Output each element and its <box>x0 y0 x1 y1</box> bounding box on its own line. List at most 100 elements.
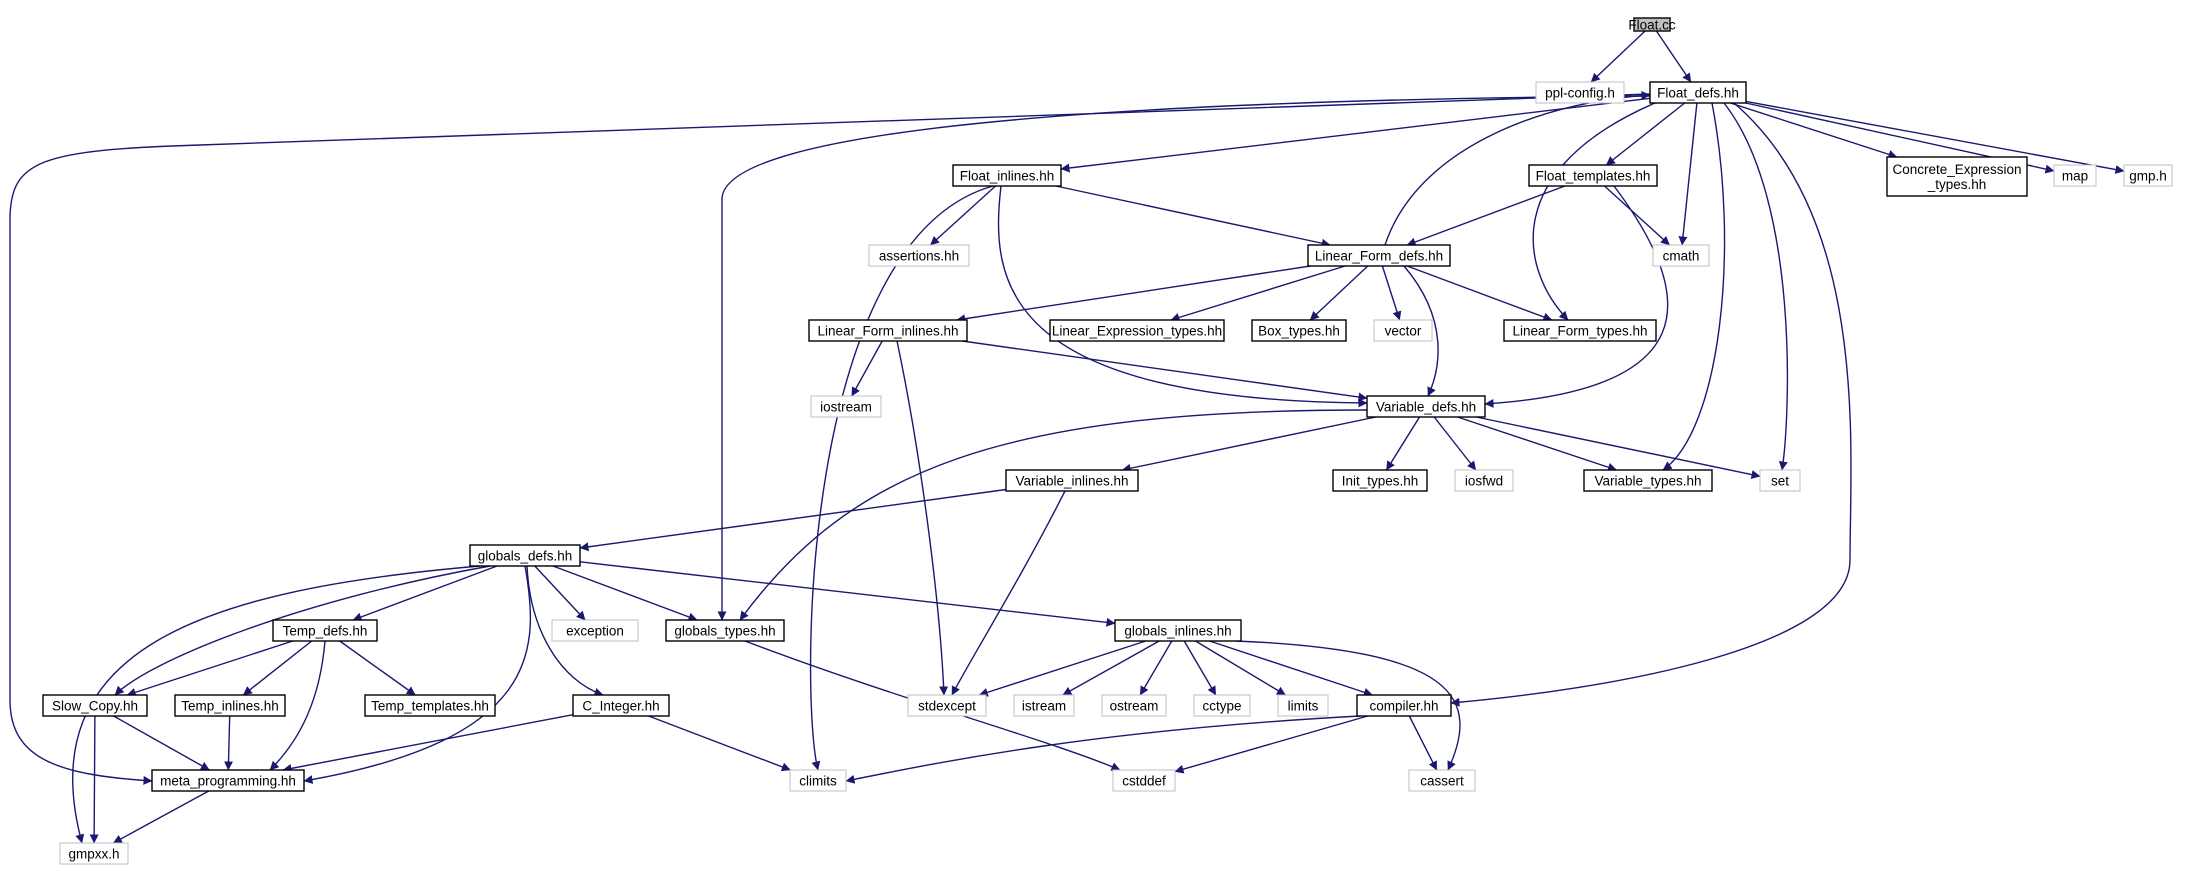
node-float-defs[interactable]: Float_defs.hh <box>1649 81 1747 104</box>
node-init-types[interactable]: Init_types.hh <box>1332 469 1428 492</box>
node-label: gmpxx.h <box>68 847 119 862</box>
node-box[interactable] <box>1005 469 1139 492</box>
node-iostream: iostream <box>810 395 882 418</box>
node-box[interactable] <box>1503 319 1657 342</box>
node-linear-form-inlines[interactable]: Linear_Form_inlines.hh <box>808 319 968 342</box>
edge-meta_programming-to-gmpxx_h <box>112 790 210 844</box>
node-box[interactable] <box>1366 395 1486 418</box>
node-box[interactable] <box>1049 319 1225 342</box>
node-box <box>789 769 847 792</box>
edge-variable_defs-to-iosfwd <box>1433 416 1477 471</box>
node-map: map <box>2053 164 2097 187</box>
node-float-inlines[interactable]: Float_inlines.hh <box>952 164 1062 187</box>
node-set: set <box>1759 469 1801 492</box>
edge-float_defs-to-linear_form_types <box>1532 102 1656 321</box>
node-temp-defs[interactable]: Temp_defs.hh <box>272 619 378 642</box>
node-box <box>1454 469 1514 492</box>
edge-float_templates-to-variable_defs <box>1484 185 1669 408</box>
node-box <box>1652 244 1710 267</box>
node-box[interactable] <box>1528 164 1658 187</box>
node-box[interactable] <box>665 619 785 642</box>
node-linear-form-defs[interactable]: Linear_Form_defs.hh <box>1307 244 1451 267</box>
node-label: _types.hh <box>1927 177 1987 192</box>
node-label: globals_inlines.hh <box>1124 624 1231 639</box>
node-assertions: assertions.hh <box>868 244 970 267</box>
node-variable-defs[interactable]: Variable_defs.hh <box>1366 395 1486 418</box>
edge-float_defs-to-variable_types <box>1662 102 1726 471</box>
node-label: cmath <box>1663 249 1700 264</box>
node-box[interactable] <box>1251 319 1347 342</box>
node-label: compiler.hh <box>1369 699 1438 714</box>
node-box[interactable] <box>1583 469 1713 492</box>
node-globals-defs[interactable]: globals_defs.hh <box>469 544 581 567</box>
node-box[interactable] <box>1307 244 1451 267</box>
node-meta-programming[interactable]: meta_programming.hh <box>151 769 305 792</box>
node-label: exception <box>566 624 624 639</box>
node-concrete-expr-types[interactable]: Concrete_Expression_types.hh <box>1886 156 2028 197</box>
node-ostream: ostream <box>1101 694 1167 717</box>
node-label: stdexcept <box>918 699 976 714</box>
edge-compiler-to-cstddef <box>1174 715 1368 774</box>
node-linear-expression-types[interactable]: Linear_Expression_types.hh <box>1049 319 1225 342</box>
node-box <box>868 244 970 267</box>
node-slow-copy[interactable]: Slow_Copy.hh <box>42 694 148 717</box>
node-label: limits <box>1288 699 1319 714</box>
nodes-layer: Float.cc ppl-config.h Float_defs.hhFloat_i… <box>42 17 2173 865</box>
node-box[interactable] <box>1114 619 1242 642</box>
node-label: ppl-config.h <box>1545 86 1615 101</box>
node-box[interactable] <box>1649 81 1747 104</box>
node-globals-inlines[interactable]: globals_inlines.hh <box>1114 619 1242 642</box>
node-linear-form-types[interactable]: Linear_Form_types.hh <box>1503 319 1657 342</box>
node-box[interactable] <box>808 319 968 342</box>
edge-temp_defs-to-temp_inlines <box>242 640 313 696</box>
node-box[interactable] <box>572 694 670 717</box>
node-box[interactable] <box>1356 694 1452 717</box>
edge-variable_defs-to-init_types <box>1385 416 1421 471</box>
edge-slow_copy-to-gmpxx_h <box>89 715 99 844</box>
node-float-templates[interactable]: Float_templates.hh <box>1528 164 1658 187</box>
edge-float_templates-to-linear_form_defs <box>1406 185 1566 247</box>
node-box[interactable] <box>952 164 1062 187</box>
node-label: Init_types.hh <box>1342 474 1419 489</box>
node-box <box>1193 694 1251 717</box>
node-variable-inlines[interactable]: Variable_inlines.hh <box>1005 469 1139 492</box>
node-label: iosfwd <box>1465 474 1503 489</box>
node-box[interactable] <box>151 769 305 792</box>
node-box[interactable] <box>364 694 496 717</box>
edge-globals_defs-to-globals_inlines <box>579 561 1116 627</box>
edge-temp_defs-to-meta_programming <box>269 640 326 771</box>
node-box[interactable] <box>1332 469 1428 492</box>
edge-linear_form_defs-to-linear_form_types <box>1406 265 1553 322</box>
node-box[interactable] <box>42 694 148 717</box>
node-box[interactable] <box>1633 17 1671 32</box>
edge-float_defs-to-concrete_expr_types <box>1730 102 1898 159</box>
node-box-types[interactable]: Box_types.hh <box>1251 319 1347 342</box>
node-variable-types[interactable]: Variable_types.hh <box>1583 469 1713 492</box>
node-temp-templates[interactable]: Temp_templates.hh <box>364 694 496 717</box>
edge-variable_inlines-to-stdexcept <box>951 490 1066 696</box>
node-compiler[interactable]: compiler.hh <box>1356 694 1452 717</box>
node-box <box>2123 164 2173 187</box>
node-float-cc[interactable]: Float.cc <box>1628 17 1676 33</box>
edge-temp_inlines-to-meta_programming <box>224 715 234 771</box>
node-cctype: cctype <box>1193 694 1251 717</box>
node-label: Temp_inlines.hh <box>181 699 279 714</box>
node-label: cassert <box>1420 774 1464 789</box>
edge-float_inlines-to-variable_defs <box>997 185 1368 408</box>
edge-linear_form_defs-to-box_types <box>1309 265 1369 321</box>
edge-globals_inlines-to-ostream <box>1139 640 1173 696</box>
node-label: cctype <box>1202 699 1241 714</box>
edge-float_inlines-to-assertions <box>930 185 996 246</box>
node-label: iostream <box>820 400 872 415</box>
node-temp-inlines[interactable]: Temp_inlines.hh <box>174 694 286 717</box>
node-c-integer[interactable]: C_Integer.hh <box>572 694 670 717</box>
node-label: vector <box>1385 324 1422 339</box>
node-box <box>1013 694 1075 717</box>
node-box[interactable] <box>174 694 286 717</box>
node-label: assertions.hh <box>879 249 959 264</box>
node-globals-types[interactable]: globals_types.hh <box>665 619 785 642</box>
node-box[interactable] <box>469 544 581 567</box>
node-box[interactable] <box>272 619 378 642</box>
edge-linear_form_inlines-to-stdexcept <box>896 340 949 696</box>
node-box[interactable] <box>1886 156 2028 197</box>
